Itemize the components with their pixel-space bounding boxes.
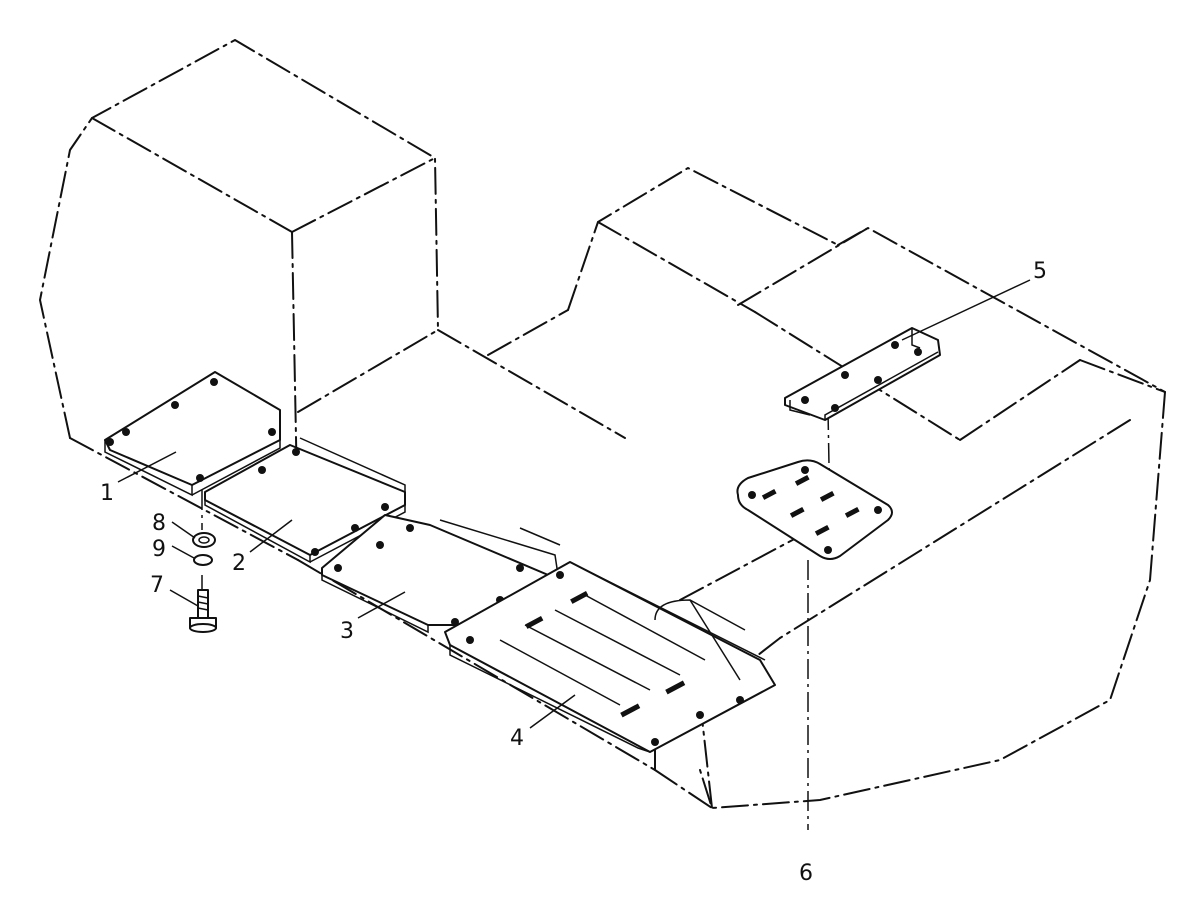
plate-part-1 — [104, 371, 281, 497]
plate-part-4 — [444, 561, 776, 753]
plate-part-6 — [736, 459, 893, 560]
callout-2: 2 — [232, 551, 246, 576]
callout-1: 1 — [100, 481, 114, 506]
callout-6: 6 — [799, 861, 813, 886]
lock-washer-part-9 — [193, 554, 213, 566]
callout-7: 7 — [150, 573, 164, 598]
bolt-part-7 — [189, 589, 217, 633]
leader-lines — [117, 279, 1031, 729]
plate-part-2 — [204, 437, 406, 564]
callout-5: 5 — [1033, 259, 1047, 284]
bracket-part-5 — [784, 327, 941, 421]
callout-3: 3 — [340, 619, 354, 644]
callout-9: 9 — [152, 537, 166, 562]
callout-8: 8 — [152, 511, 166, 536]
callout-labels: 1 2 3 4 5 6 7 8 9 — [100, 259, 1047, 886]
washer-part-8 — [192, 532, 216, 548]
callout-4: 4 — [510, 726, 524, 751]
